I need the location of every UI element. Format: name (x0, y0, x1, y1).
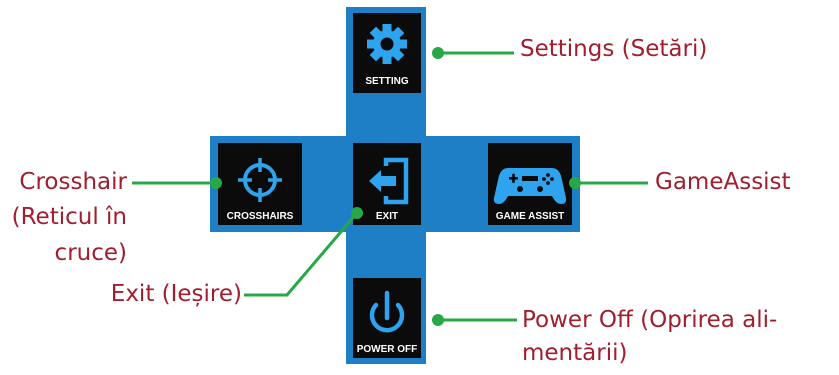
game-assist-tile[interactable]: GAME ASSIST (488, 143, 572, 225)
game-assist-caption: GameAssist (655, 169, 791, 195)
setting-label: SETTING (365, 76, 409, 87)
crosshair-caption-line-1: Crosshair (19, 169, 127, 195)
leader-dots (210, 47, 581, 326)
exit-leader (244, 212, 359, 297)
leader-lines (132, 51, 648, 322)
power-off-label: POWER OFF (357, 344, 418, 355)
settings-caption: Settings (Setări) (520, 36, 708, 62)
setting-tile[interactable]: SETTING (353, 13, 421, 93)
exit-tile[interactable]: EXIT (353, 143, 421, 225)
exit-icon (369, 157, 409, 205)
exit-label: EXIT (376, 211, 398, 222)
crosshair-caption-line-3: cruce) (54, 240, 127, 266)
power-off-tile[interactable]: POWER OFF (353, 278, 421, 358)
crosshair-caption-line-2: (Reticul în (11, 204, 127, 230)
gear-icon (367, 24, 407, 64)
power-off-caption-line-1: Power Off (Oprirea ali- (522, 307, 778, 333)
crosshairs-label: CROSSHAIRS (227, 211, 294, 222)
gamepad-icon (493, 168, 567, 204)
power-off-caption-line-2: mentării) (522, 340, 628, 366)
game-assist-label: GAME ASSIST (496, 211, 565, 222)
crosshair-icon (238, 158, 282, 202)
exit-caption: Exit (Ieșire) (110, 281, 242, 307)
power-icon (369, 290, 405, 333)
crosshairs-tile[interactable]: CROSSHAIRS (218, 143, 302, 225)
